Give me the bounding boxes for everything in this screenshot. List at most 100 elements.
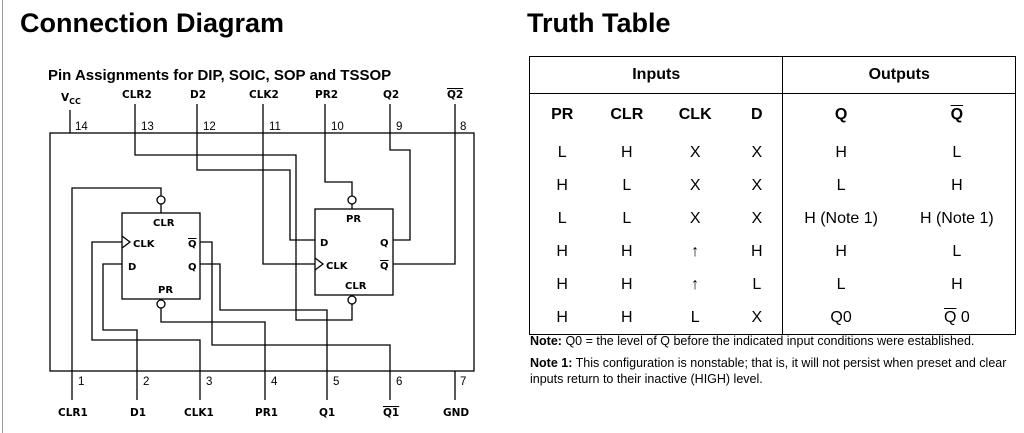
- table-row: H H ↑ L L H: [530, 268, 1016, 301]
- note: Note: Q0 = the level of Q before the ind…: [530, 333, 1010, 349]
- table-cell: L: [952, 242, 962, 260]
- pin-11-number: 11: [269, 121, 281, 133]
- ff2-pr-bubble: [347, 195, 357, 205]
- pin-2-number: 2: [143, 376, 149, 388]
- page-left-border: [2, 0, 3, 433]
- flip-flop-1: CLR CLK D PR Q Q: [121, 195, 201, 309]
- table-cell: H: [556, 275, 568, 293]
- table-cell: X: [689, 209, 701, 227]
- ff1-clr-bubble: [156, 195, 166, 205]
- ff2-clock-triangle: [314, 257, 325, 271]
- table-cell: H: [951, 275, 963, 293]
- top-pin-wires: [69, 104, 456, 133]
- ff1-clk-label: CLK: [133, 239, 156, 250]
- table-cell: H: [556, 308, 568, 326]
- pin-8-number: 8: [460, 121, 466, 133]
- ff1-q-label: Q: [188, 262, 197, 273]
- internal-wiring: [71, 133, 456, 371]
- table-cell: H: [621, 242, 633, 260]
- ff1-pr-bubble: [156, 299, 166, 309]
- ff2-d-label: D: [320, 238, 328, 249]
- ff2-pr-label: PR: [346, 214, 361, 225]
- table-cell: H: [782, 235, 899, 268]
- table-cell: L: [557, 209, 567, 227]
- table-cell: ↑: [691, 242, 700, 260]
- pin-14-number: 14: [75, 121, 88, 133]
- table-cell: L: [782, 268, 899, 301]
- truth-table-title: Truth Table: [527, 8, 671, 38]
- table-cell: H (Note 1): [919, 209, 994, 227]
- pin-12-label: D2: [190, 89, 206, 101]
- pin-1-label: CLR1: [58, 407, 88, 419]
- ff1-d-label: D: [128, 262, 136, 273]
- pin-10-label: PR2: [315, 89, 338, 101]
- pin-5-label: Q1: [319, 407, 335, 419]
- table-cell: H: [782, 136, 899, 169]
- pin-8-label: Q2: [447, 89, 463, 101]
- col-qbar: Q: [950, 106, 964, 123]
- col-pr: PR: [551, 106, 574, 123]
- pin-4-number: 4: [271, 376, 278, 388]
- table-cell: L: [752, 275, 762, 293]
- ff2-clr-bubble: [347, 295, 357, 305]
- connection-diagram: Pin Assignments for DIP, SOIC, SOP and T…: [48, 67, 475, 419]
- pin-12-number: 12: [203, 121, 216, 133]
- note-text: Q0 = the level of Q before the indicated…: [565, 334, 975, 348]
- col-clk: CLK: [678, 106, 712, 123]
- pin-3-number: 3: [206, 376, 212, 388]
- outputs-header: Outputs: [782, 56, 1016, 94]
- col-d: D: [751, 106, 763, 123]
- note-1-label: Note 1:: [530, 356, 573, 370]
- pin-1-number: 1: [78, 376, 84, 388]
- pin-9-label: Q2: [383, 89, 399, 101]
- ff1-qbar-label: Q: [188, 239, 197, 250]
- pin-3-label: CLK1: [184, 407, 214, 419]
- table-cell: Q 0: [943, 308, 970, 326]
- pin-13-label: CLR2: [122, 89, 152, 101]
- ff2-clk-label: CLK: [326, 261, 349, 272]
- table-cell: L: [557, 143, 567, 161]
- pin-14-label: VCC: [61, 92, 81, 106]
- table-cell: H: [621, 308, 633, 326]
- col-q: Q: [782, 93, 899, 136]
- table-cell: H: [556, 242, 568, 260]
- table-cell: X: [751, 176, 763, 194]
- pin-7-label: GND: [443, 407, 469, 419]
- table-cell: X: [689, 143, 701, 161]
- notes: Note: Q0 = the level of Q before the ind…: [530, 333, 1010, 393]
- table-cell: ↑: [691, 275, 700, 293]
- pin-5-number: 5: [333, 376, 339, 388]
- table-cell: H: [621, 275, 633, 293]
- bottom-pin-wires: [71, 371, 456, 400]
- connection-diagram-title: Connection Diagram: [20, 8, 285, 38]
- table-cell: X: [689, 176, 701, 194]
- ff1-clock-triangle: [121, 235, 132, 249]
- col-clr: CLR: [610, 106, 644, 123]
- note-1: Note 1: This configuration is nonstable;…: [530, 355, 1010, 387]
- table-cell: X: [751, 308, 763, 326]
- pin-4-label: PR1: [255, 407, 278, 419]
- table-row: H H ↑ H H L: [530, 235, 1016, 268]
- table-cell: L: [782, 169, 899, 202]
- table-cell: X: [751, 209, 763, 227]
- pin-assignments-subtitle: Pin Assignments for DIP, SOIC, SOP and T…: [48, 67, 391, 84]
- table-cell: H: [751, 242, 763, 260]
- ff2-qbar-label: Q: [380, 261, 389, 272]
- pin-6-number: 6: [396, 376, 402, 388]
- table-cell: Q0: [782, 301, 899, 335]
- table-cell: X: [751, 143, 763, 161]
- table-cell: H: [556, 176, 568, 194]
- note-1-text: This configuration is nonstable; that is…: [530, 356, 1007, 386]
- table-cell: H (Note 1): [782, 202, 899, 235]
- flip-flop-2: PR D CLK CLR Q Q: [314, 195, 394, 305]
- table-cell: H: [621, 143, 633, 161]
- pin-6-label: Q1: [383, 407, 399, 419]
- pin-11-label: CLK2: [249, 89, 279, 101]
- ic-body: [49, 132, 475, 372]
- ff2-clr-label: CLR: [345, 281, 367, 292]
